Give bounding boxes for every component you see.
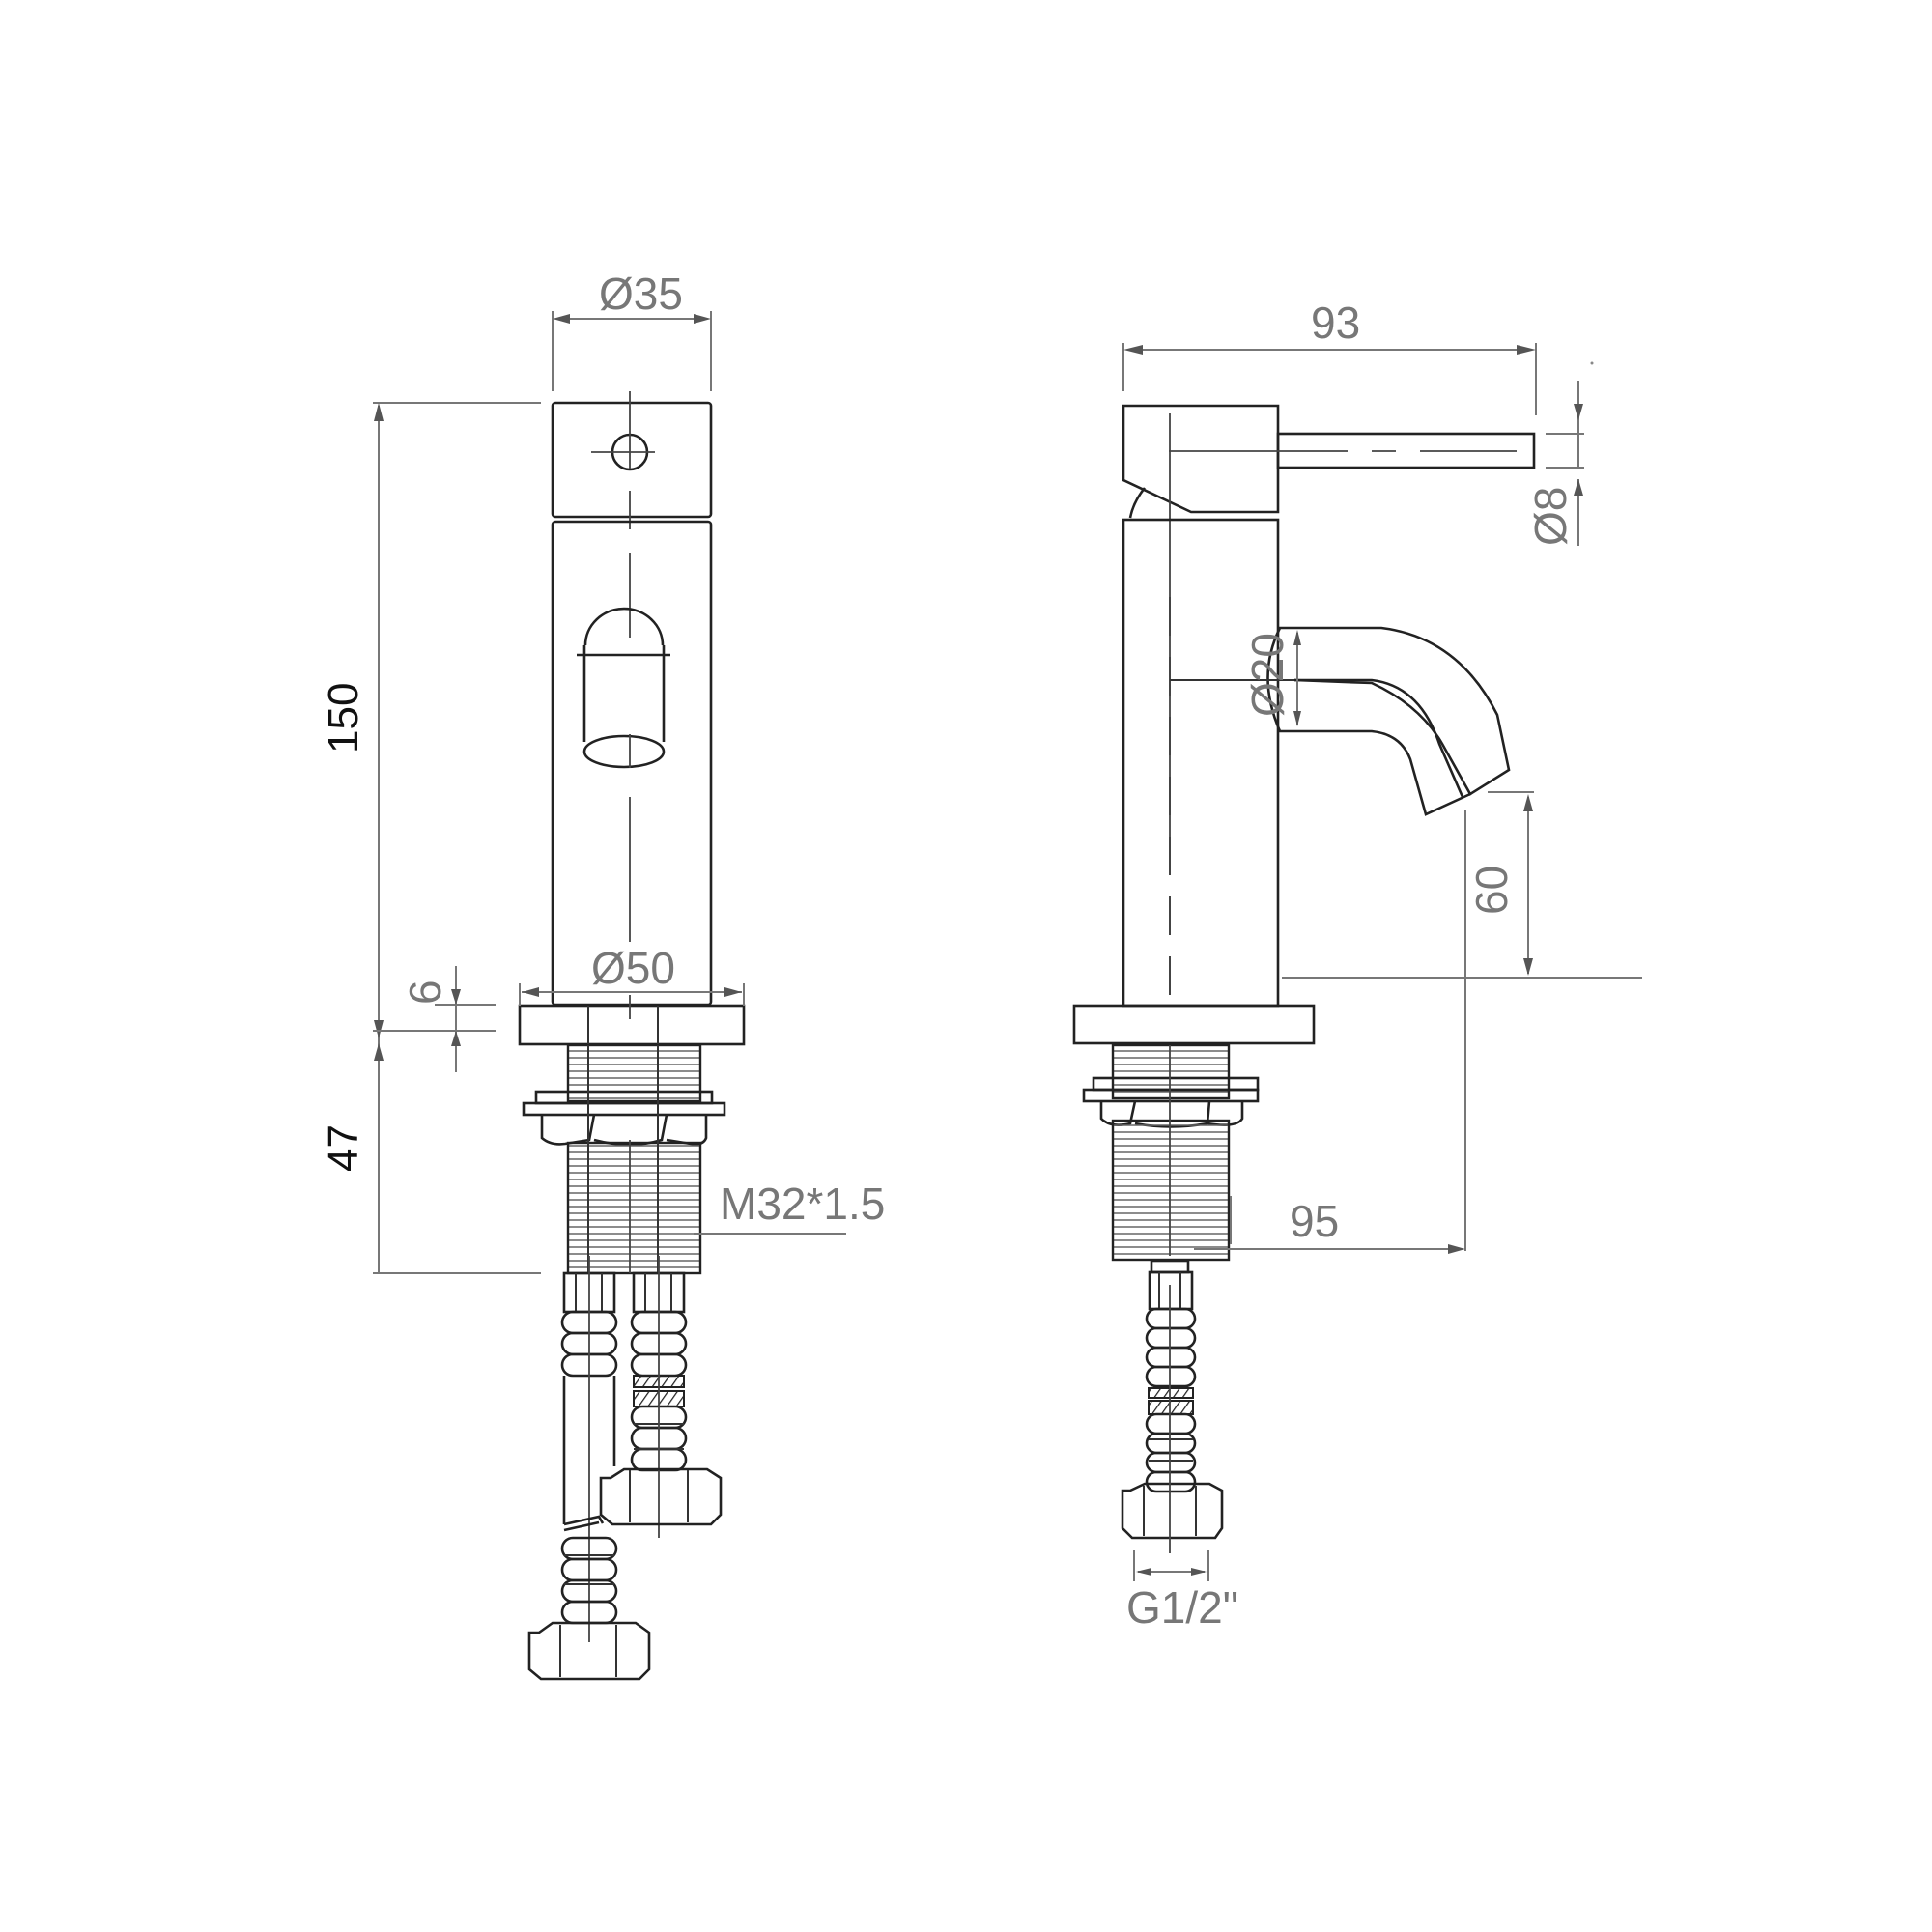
label-spout-clearance: 60 [1466,866,1517,915]
front-view: Ø35 150 Ø50 6 [320,269,885,1681]
label-base-thickness: 6 [400,980,450,1005]
left-hose-nut [527,1621,651,1681]
label-spout-reach: 95 [1290,1196,1339,1246]
dim-total-height: 150 [320,402,541,1038]
spout-outlet [583,607,665,646]
side-hose-nut [1121,1482,1224,1540]
label-reach-handle: 93 [1311,298,1360,348]
side-body [1122,518,1280,1008]
label-handle-diameter: Ø35 [599,269,683,319]
dim-reach-handle: 93 [1122,298,1537,415]
tap-body [551,520,713,1007]
base-plate [518,1004,746,1046]
right-hose-nut [599,1467,723,1526]
handle-head [1122,404,1280,514]
label-lever-diameter: Ø8 [1525,487,1576,546]
side-base-plate [1072,1004,1316,1045]
right-hose [599,1256,723,1538]
spout [1170,626,1511,816]
dim-spout-diameter: Ø20 [1242,630,1301,726]
dim-hose-connection: G1/2" [1126,1550,1238,1633]
dim-lever-diameter: Ø8 [1525,361,1594,546]
handle-block [551,401,713,519]
dim-base-diameter: Ø50 [519,943,745,1006]
side-view: 93 Ø8 Ø20 60 [1072,298,1642,1633]
side-hose [1121,1259,1224,1553]
left-hose [527,1256,651,1681]
label-base-diameter: Ø50 [591,943,675,993]
label-shank-length: 47 [320,1124,367,1172]
label-hose-connection: G1/2" [1126,1582,1238,1633]
label-total-height: 150 [320,683,367,753]
lower-thread [566,1141,702,1275]
dim-spout-reach: 95 [1194,1196,1465,1254]
dim-handle-diameter: Ø35 [552,269,712,391]
dim-spout-clearance: 60 [1282,791,1642,1251]
dim-shank-length: 47 [320,1038,541,1274]
label-spout-diameter: Ø20 [1242,633,1293,717]
dim-base-thickness: 6 [373,966,496,1072]
label-thread-spec: M32*1.5 [720,1179,885,1229]
